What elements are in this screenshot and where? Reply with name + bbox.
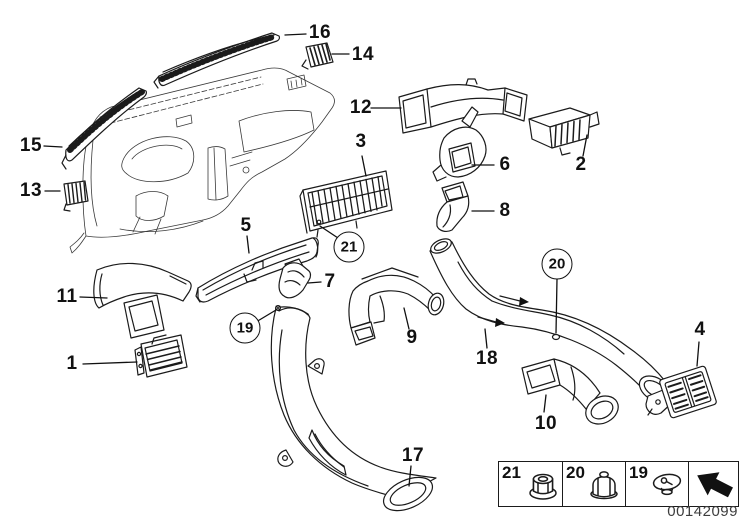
callout-18[interactable]: 18 [475, 348, 499, 369]
callout-6[interactable]: 6 [499, 154, 511, 175]
part-3-center-fresh-air-grille [299, 170, 393, 238]
legend-item-20[interactable]: 20 [562, 462, 625, 506]
part-17-floor-duct [270, 306, 437, 512]
callout-8[interactable]: 8 [499, 200, 511, 221]
callout-11[interactable]: 11 [56, 286, 78, 307]
legend-item-21[interactable]: 21 [499, 462, 562, 506]
part-13-side-defroster-grille [63, 180, 89, 212]
callout-20-circled[interactable]: 20 [541, 248, 573, 280]
part-15-defroster-strip [61, 87, 147, 170]
legend-item-19[interactable]: 19 [625, 462, 688, 506]
callout-2[interactable]: 2 [575, 154, 587, 175]
part-9-duct [348, 267, 445, 346]
callout-21-circled[interactable]: 21 [333, 231, 365, 263]
callout-14[interactable]: 14 [351, 44, 375, 65]
part-11-left-air-duct [93, 262, 192, 339]
part-5-center-duct-rail [195, 237, 319, 303]
part-2-side-vent-housing [528, 107, 600, 156]
legend-item-20-label: 20 [566, 463, 585, 482]
doc-number: 00142099 [667, 503, 738, 520]
callout-16[interactable]: 16 [308, 22, 332, 43]
callout-19-circled[interactable]: 19 [229, 312, 261, 344]
callout-10[interactable]: 10 [534, 413, 558, 434]
callout-3[interactable]: 3 [355, 131, 367, 152]
part-16-defroster-strip [153, 32, 280, 89]
callout-15[interactable]: 15 [19, 135, 43, 156]
callout-17[interactable]: 17 [401, 445, 425, 466]
part-7-connector-piece [278, 258, 312, 299]
part-8-duct-piece [436, 181, 470, 232]
callout-9[interactable]: 9 [406, 327, 418, 348]
part-1-left-vent-grille [134, 334, 188, 378]
expanding-rivet-icon [652, 473, 682, 496]
dashboard-body [69, 67, 335, 254]
callout-7[interactable]: 7 [324, 271, 336, 292]
cap-nut-icon [590, 471, 618, 500]
legend-item-19-label: 19 [629, 463, 648, 482]
page-forward-arrow-icon [697, 472, 733, 498]
flange-nut-icon [529, 473, 557, 500]
callout-5[interactable]: 5 [240, 215, 252, 236]
callout-13[interactable]: 13 [19, 180, 43, 201]
part-12-center-air-duct [398, 78, 528, 134]
legend-item-21-label: 21 [502, 463, 521, 482]
part-14-side-defroster-grille [301, 42, 334, 70]
leader-lines [43, 33, 700, 487]
part-4-rear-vent-grille [645, 365, 717, 419]
part-10-rear-duct-connector [521, 358, 619, 425]
callout-1[interactable]: 1 [66, 353, 78, 374]
fastener-legend: 21 20 19 [498, 461, 739, 507]
callout-4[interactable]: 4 [694, 319, 706, 340]
callout-12[interactable]: 12 [349, 97, 373, 118]
legend-page-arrow[interactable] [688, 462, 739, 506]
